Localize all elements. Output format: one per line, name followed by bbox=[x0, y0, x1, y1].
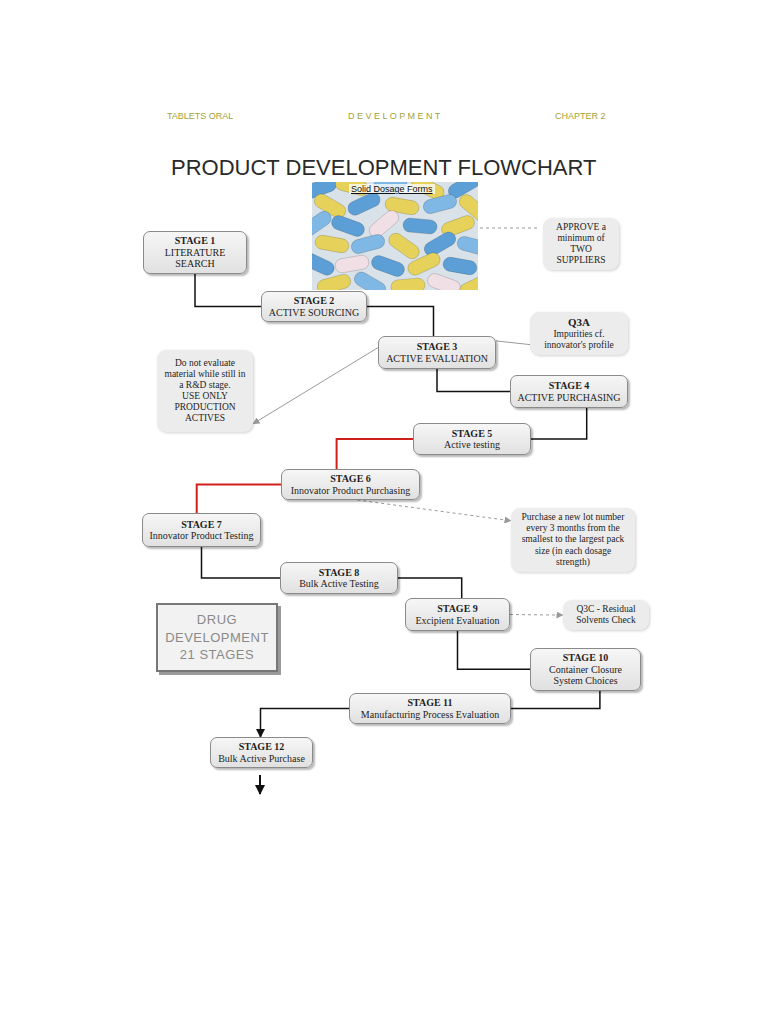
stage-number: STAGE 7 bbox=[149, 519, 254, 531]
flow-connector bbox=[398, 578, 462, 598]
note-callout: Q3C - Residual Solvents Check bbox=[563, 600, 649, 630]
process-box: STAGE 4ACTIVE PURCHASING bbox=[510, 375, 628, 408]
stage-number: STAGE 1 bbox=[150, 235, 240, 247]
note-callout: APPROVE a minimum of TWO SUPPLIERS bbox=[543, 218, 619, 270]
stage-number: STAGE 9 bbox=[412, 603, 503, 615]
flow-connector bbox=[437, 369, 510, 392]
flow-connector bbox=[337, 439, 413, 469]
stage-label: LITERATURE SEARCH bbox=[150, 247, 240, 270]
leader-line bbox=[480, 228, 540, 229]
stage-label: Container Closure System Choices bbox=[537, 664, 634, 687]
header-text: D E V E L O P M E N T bbox=[348, 111, 440, 121]
flow-connector bbox=[261, 709, 350, 738]
stage-number: STAGE 10 bbox=[537, 652, 634, 664]
summary-text: DRUG DEVELOPMENT 21 STAGES bbox=[164, 611, 270, 664]
process-box: STAGE 11Manufacturing Process Evaluation bbox=[349, 693, 511, 724]
flow-connector bbox=[357, 500, 511, 521]
note-callout: Purchase a new lot number every 3 months… bbox=[511, 508, 635, 572]
pill-photo bbox=[312, 182, 478, 290]
stage-number: STAGE 11 bbox=[356, 697, 504, 709]
stage-number: STAGE 4 bbox=[517, 380, 621, 392]
photo-caption: Solid Dosage Forms bbox=[349, 184, 435, 194]
flow-connector bbox=[496, 341, 530, 345]
stage-label: Manufacturing Process Evaluation bbox=[356, 709, 504, 721]
callout-text: Purchase a new lot number every 3 months… bbox=[517, 512, 629, 568]
process-box: STAGE 1LITERATURE SEARCH bbox=[143, 231, 247, 274]
process-box: STAGE 8Bulk Active Testing bbox=[280, 562, 398, 594]
stage-label: ACTIVE SOURCING bbox=[268, 307, 360, 319]
stage-label: ACTIVE PURCHASING bbox=[517, 392, 621, 404]
stage-number: STAGE 12 bbox=[217, 741, 306, 753]
stage-label: Innovator Product Testing bbox=[149, 530, 254, 542]
header-text: TABLETS ORAL bbox=[167, 111, 233, 121]
callout-heading: Q3A bbox=[536, 316, 622, 329]
stage-label: ACTIVE EVALUATION bbox=[385, 353, 489, 365]
note-callout: Do not evaluate material while still in … bbox=[157, 350, 253, 432]
flow-connector bbox=[510, 614, 563, 616]
continue-arrow bbox=[259, 775, 261, 794]
process-box: STAGE 6Innovator Product Purchasing bbox=[281, 469, 420, 500]
flow-connector bbox=[202, 547, 281, 578]
header-text: CHAPTER 2 bbox=[555, 111, 606, 121]
process-box: STAGE 7Innovator Product Testing bbox=[142, 513, 261, 547]
stage-number: STAGE 8 bbox=[287, 567, 391, 579]
callout-text: USE ONLY PRODUCTION ACTIVES bbox=[163, 391, 247, 424]
process-box: STAGE 12Bulk Active Purchase bbox=[210, 737, 313, 768]
callout-text: Impurities cf. innovator's profile bbox=[536, 329, 622, 351]
stage-label: Excipient Evaluation bbox=[412, 615, 503, 627]
callout-text: APPROVE a minimum of TWO SUPPLIERS bbox=[549, 222, 613, 266]
process-box: STAGE 10Container Closure System Choices bbox=[530, 648, 641, 691]
flow-connector bbox=[197, 485, 281, 514]
callout-text: Q3C - Residual Solvents Check bbox=[569, 604, 643, 626]
flow-connector bbox=[253, 348, 378, 424]
stage-number: STAGE 2 bbox=[268, 295, 360, 307]
flow-connector bbox=[195, 274, 261, 307]
flow-connector bbox=[511, 691, 600, 709]
title: PRODUCT DEVELOPMENT FLOWCHART bbox=[171, 155, 596, 181]
stage-label: Bulk Active Testing bbox=[287, 578, 391, 590]
stage-number: STAGE 3 bbox=[385, 341, 489, 353]
callout-text: Do not evaluate material while still in … bbox=[163, 358, 247, 391]
process-box: STAGE 5Active testing bbox=[413, 423, 531, 455]
stage-number: STAGE 6 bbox=[288, 473, 413, 485]
flow-connector bbox=[367, 307, 434, 337]
stage-number: STAGE 5 bbox=[420, 428, 524, 440]
stage-label: Innovator Product Purchasing bbox=[288, 485, 413, 497]
note-callout: Q3AImpurities cf. innovator's profile bbox=[530, 312, 628, 355]
summary-box: DRUG DEVELOPMENT 21 STAGES bbox=[156, 603, 278, 672]
stage-label: Active testing bbox=[420, 439, 524, 451]
process-box: STAGE 9Excipient Evaluation bbox=[405, 598, 510, 631]
process-box: STAGE 2ACTIVE SOURCING bbox=[261, 291, 367, 322]
flow-connector bbox=[531, 408, 587, 439]
process-box: STAGE 3ACTIVE EVALUATION bbox=[378, 336, 496, 369]
flow-connector bbox=[458, 631, 531, 669]
stage-label: Bulk Active Purchase bbox=[217, 753, 306, 765]
